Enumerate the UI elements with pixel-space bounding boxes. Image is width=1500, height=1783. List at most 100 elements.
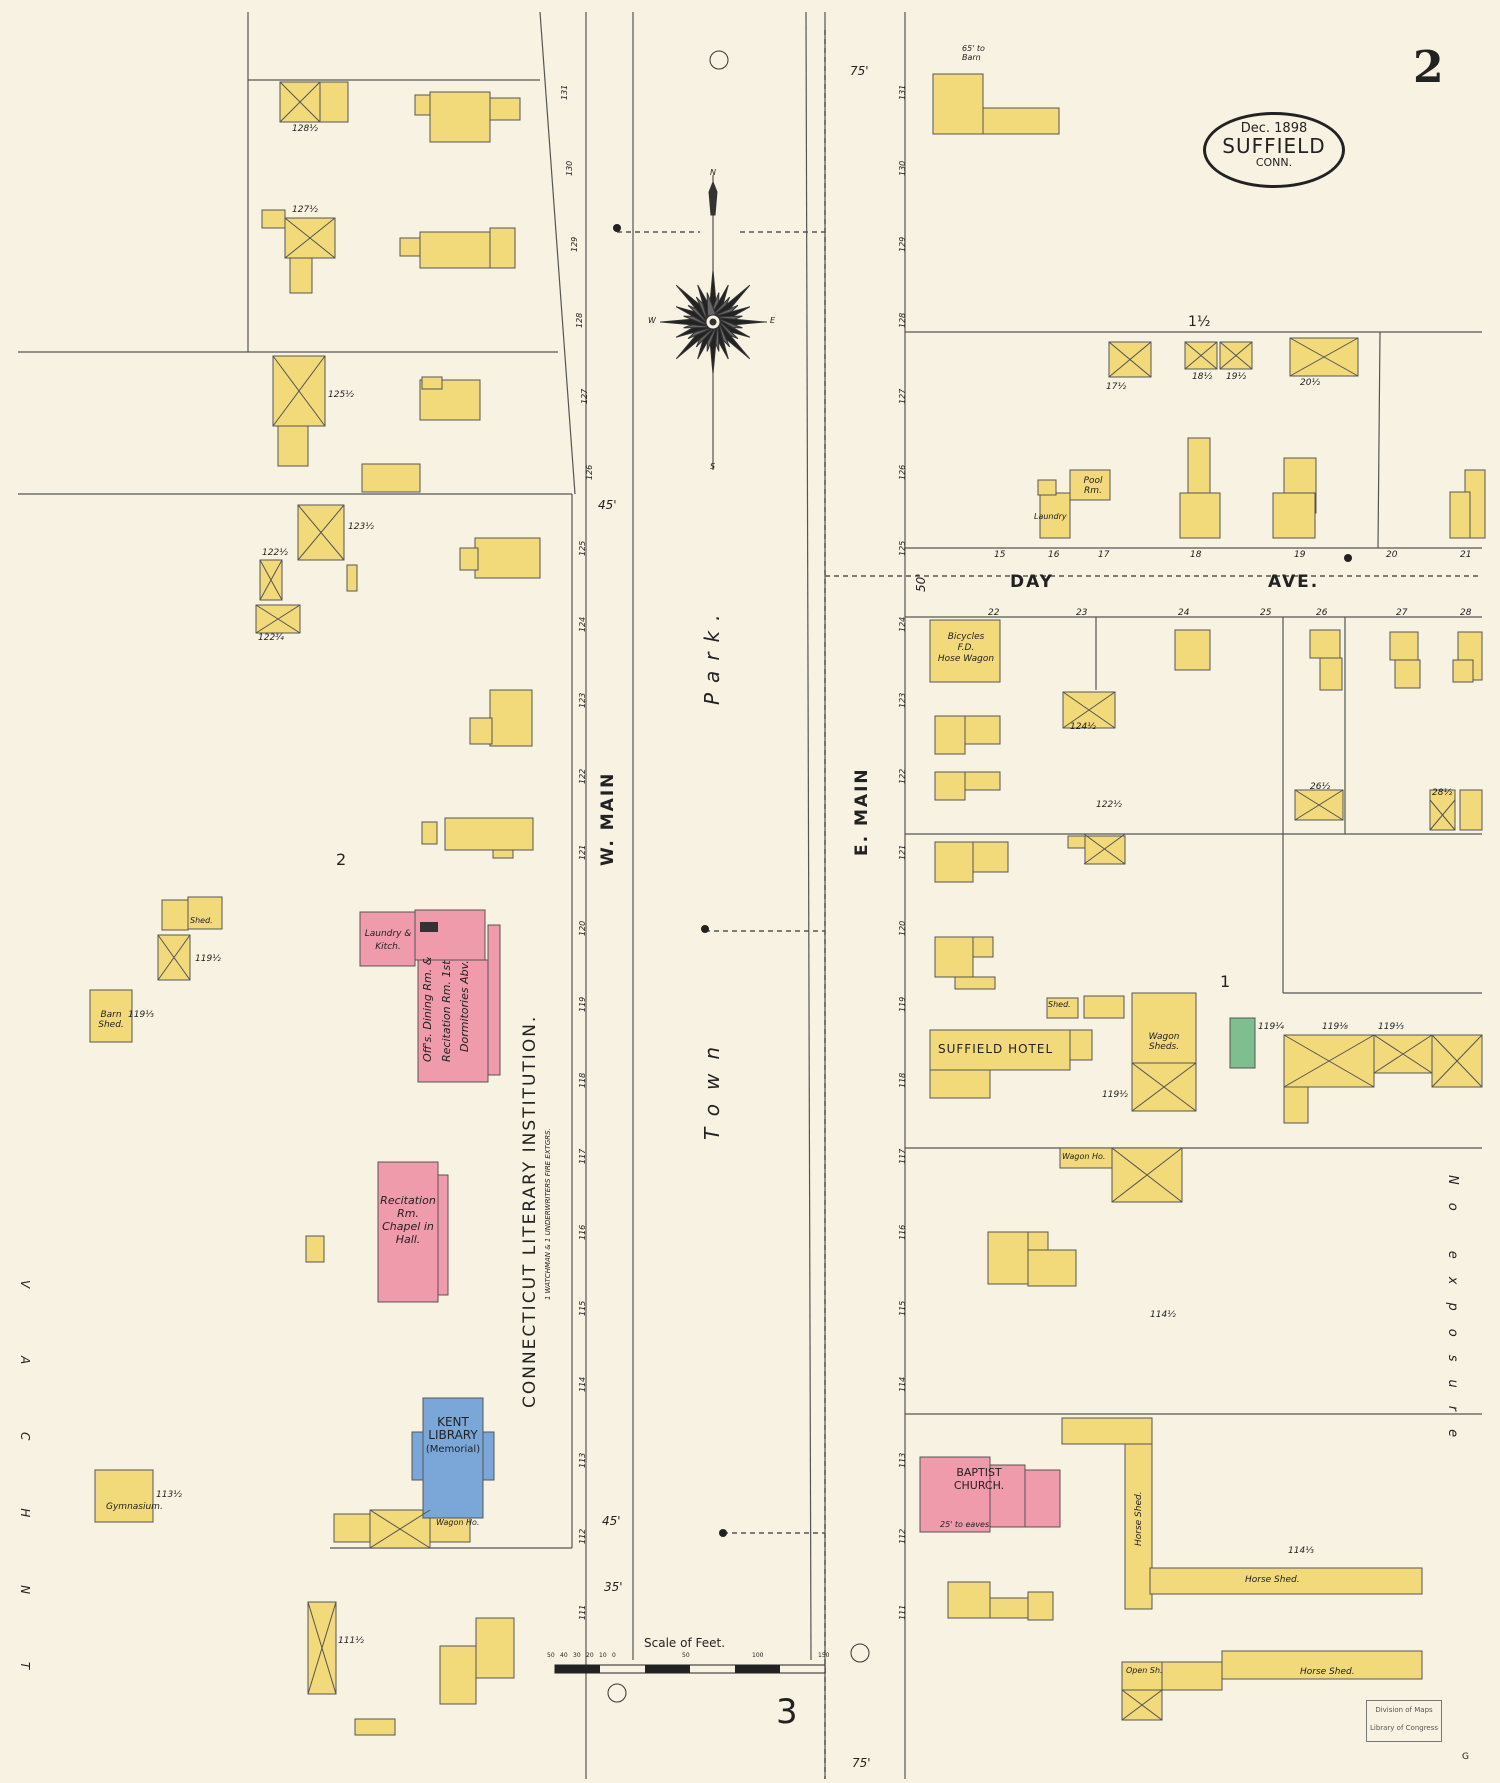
street-day: DAY [1010,572,1054,592]
dorm-label-2: Recitation Rm. 1st [440,960,453,1062]
dorm-label-3: Dormitories Abv. [458,960,471,1052]
dorm-label-1: Off's. Dining Rm. & [421,956,434,1062]
house-number: 121 [898,844,907,860]
house-number-west: 114 [578,1376,587,1392]
circled-numbers [607,50,870,1703]
address-label: 122½ [262,548,288,558]
address-label: 119⅓ [1378,1022,1404,1032]
open-sh-label: Open Sh. [1126,1666,1163,1675]
house-number-west: 131 [560,84,569,100]
house-number: 114 [898,1376,907,1392]
address-label: 114½ [1150,1310,1176,1320]
compass-s: S [710,462,716,471]
measure-5: 45' [602,1514,621,1528]
address-label: 124½ [1070,722,1096,732]
address-label: 123½ [348,522,374,532]
address-label: 122¾ [258,633,284,643]
sheet-number: 2 [1413,42,1444,93]
lot-number: 16 [1048,550,1060,560]
house-number-west: 120 [578,920,587,936]
shed-label-west: Shed. [190,916,213,925]
house-number: 116 [898,1224,907,1240]
house-number-west: 129 [570,236,579,252]
horse-shed-label-2: Horse Shed. [1300,1667,1355,1677]
scale-tick-label: 0 [612,1652,616,1659]
town-name: SUFFIELD [1222,134,1326,158]
compass-n: N [710,168,716,177]
house-number-west: 115 [578,1300,587,1316]
map-title-cartouche: Dec. 1898 SUFFIELD CONN. [1203,112,1345,188]
horse-shed-label-1: Horse Shed. [1245,1575,1300,1585]
house-number-west: 130 [565,160,574,176]
wagon-ho-label-west: Wagon Ho. [436,1518,480,1527]
lot-number: 23 [1076,608,1088,618]
hydrants [613,224,1352,1537]
house-number: 112 [898,1528,907,1544]
lot-number: 26 [1316,608,1328,618]
house-number: 113 [898,1452,907,1468]
shed-crosses [157,81,1483,1721]
address-label: 18½ [1192,372,1213,382]
block-number-e-top: 1½ [1188,314,1211,330]
compass-e: E [770,316,776,325]
house-number-west: 126 [585,464,594,480]
scale-tick-label: 50 [682,1652,690,1659]
address-label: 113½ [156,1490,182,1500]
wagon-ho-label: Wagon Ho. [1062,1152,1106,1161]
address-label: 128½ [292,124,318,134]
town-park-town: Town [700,1032,724,1140]
street-e-main: E. MAIN [852,767,872,856]
adjoining-sheet-number: 3 [776,1692,798,1732]
lot-number: 15 [994,550,1006,560]
brick-buildings [359,909,1061,1533]
wagon-sheds-label: Wagon Sheds. [1148,1032,1180,1052]
lot-number: 28 [1460,608,1472,618]
compass-w: W [648,316,656,325]
house-number-west: 119 [578,996,587,1012]
state-name: CONN. [1255,156,1293,169]
west-street-name: V A C H N T [18,1280,32,1702]
frame-buildings [89,73,1486,1736]
compass-rose [660,175,767,470]
house-number: 129 [898,236,907,252]
institution-note: 1 WATCHMAN & 1 UNDERWRITERS FIRE EXTGRS. [544,1128,552,1300]
town-park-park: Park. [700,604,724,705]
measure-4: 35' [604,1580,623,1594]
lot-number: 20 [1386,550,1398,560]
address-label: 119½ [195,954,221,964]
house-number: 118 [898,1072,907,1088]
house-number: 125 [898,540,907,556]
scale-tick-label: 20 [586,1652,594,1659]
church-note: 25' to eaves. [940,1520,992,1529]
house-number: 128 [898,312,907,328]
house-number: 124 [898,616,907,632]
house-number: 111 [898,1604,907,1620]
scale-tick-label: 50 [547,1652,555,1659]
suffield-hotel-label: SUFFIELD HOTEL [938,1042,1054,1056]
scale-tick-label: 10 [599,1652,607,1659]
house-number-west: 111 [578,1604,587,1620]
house-number: 115 [898,1300,907,1316]
measure-6: 75' [852,1756,871,1770]
lot-number: 25 [1260,608,1272,618]
house-number: 130 [898,160,907,176]
house-number-west: 117 [578,1148,587,1164]
house-number: 120 [898,920,907,936]
street-ave: AVE. [1268,572,1320,592]
house-number-west: 124 [578,616,587,632]
house-number-west: 121 [578,844,587,860]
barn-top-label: 65' to Barn [962,44,985,62]
street-w-main: W. MAIN [598,771,618,866]
house-number: 117 [898,1148,907,1164]
special-buildings [1229,1017,1256,1069]
barn-shed-label: Barn Shed. [98,1010,124,1030]
laundry-label: Laundry [1034,512,1067,521]
measure-3: 50' [914,573,928,592]
address-label: 119⅛ [1322,1022,1348,1032]
